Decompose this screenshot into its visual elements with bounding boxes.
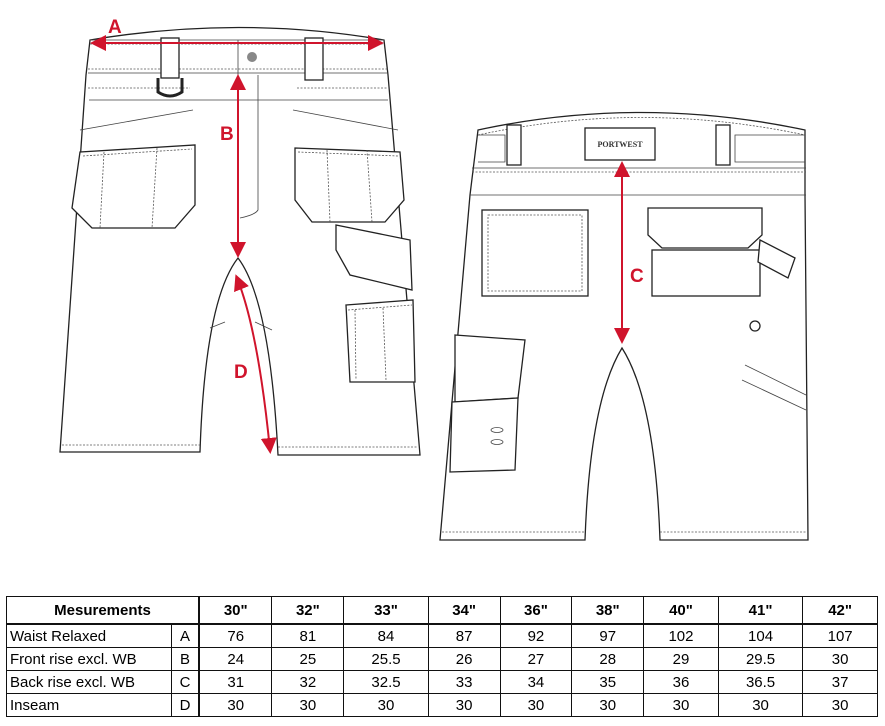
measurement-value: 35: [571, 670, 645, 694]
measurement-value: 30: [571, 693, 645, 717]
arrow-d: [234, 274, 277, 454]
size-header: 38": [571, 596, 645, 625]
measurement-value: 27: [499, 647, 573, 671]
measurement-value: 36: [643, 670, 719, 694]
measurement-value: 92: [499, 623, 573, 648]
measurement-value: 28: [571, 647, 645, 671]
measurement-value: 81: [271, 623, 345, 648]
size-header: 36": [499, 596, 573, 625]
measurement-value: 107: [802, 623, 878, 648]
measurement-code: A: [171, 623, 200, 648]
measurement-code: D: [171, 693, 200, 717]
measurement-code: B: [171, 647, 200, 671]
measurement-value: 30: [802, 647, 878, 671]
shorts-technical-drawing: PORTWEST A B C D: [59, 17, 809, 541]
size-header: 34": [427, 596, 501, 625]
size-chart-table: Mesurements 30" 32" 33" 34" 36" 38" 40" …: [6, 596, 878, 717]
measurement-arrows: A B C D: [90, 17, 644, 454]
measurement-label: Back rise excl. WB: [6, 670, 172, 694]
measurements-header: Mesurements: [6, 596, 200, 625]
front-view-shorts: [59, 26, 421, 456]
measurement-value: 25: [271, 647, 345, 671]
label-d: D: [234, 362, 248, 383]
measurement-value: 37: [802, 670, 878, 694]
measurement-value: 30: [499, 693, 573, 717]
measurement-value: 30: [343, 693, 429, 717]
size-header: 30": [198, 596, 273, 625]
measurement-value: 34: [499, 670, 573, 694]
measurement-value: 30: [271, 693, 345, 717]
measurement-value: 30: [802, 693, 878, 717]
measurement-value: 36.5: [717, 670, 804, 694]
measurement-value: 29.5: [717, 647, 804, 671]
measurement-value: 31: [198, 670, 273, 694]
measurement-value: 102: [643, 623, 719, 648]
measurement-value: 29: [643, 647, 719, 671]
size-header: 40": [643, 596, 719, 625]
measurement-label: Front rise excl. WB: [6, 647, 172, 671]
measurement-value: 76: [198, 623, 273, 648]
measurement-value: 30: [717, 693, 804, 717]
measurement-value: 32.5: [343, 670, 429, 694]
label-b: B: [220, 124, 234, 145]
measurement-value: 84: [343, 623, 429, 648]
measurement-code: C: [171, 670, 200, 694]
measurement-value: 26: [427, 647, 501, 671]
size-header: 33": [343, 596, 429, 625]
measurement-value: 33: [427, 670, 501, 694]
back-view-shorts: PORTWEST: [439, 111, 809, 541]
measurement-value: 87: [427, 623, 501, 648]
measurement-label: Inseam: [6, 693, 172, 717]
label-a: A: [108, 17, 122, 38]
measurement-value: 30: [198, 693, 273, 717]
measurement-value: 30: [427, 693, 501, 717]
size-header: 41": [717, 596, 804, 625]
measurement-label: Waist Relaxed: [6, 623, 172, 648]
brand-label-patch: [584, 127, 656, 161]
brand-label: PORTWEST: [597, 140, 643, 149]
measurement-value: 24: [198, 647, 273, 671]
measurement-value: 25.5: [343, 647, 429, 671]
table-header-row: Mesurements 30" 32" 33" 34" 36" 38" 40" …: [6, 596, 878, 625]
measurement-value: 32: [271, 670, 345, 694]
label-c: C: [630, 266, 644, 287]
size-header: 32": [271, 596, 345, 625]
measurement-value: 30: [643, 693, 719, 717]
size-header: 42": [802, 596, 878, 625]
measurement-value: 104: [717, 623, 804, 648]
measurement-value: 97: [571, 623, 645, 648]
